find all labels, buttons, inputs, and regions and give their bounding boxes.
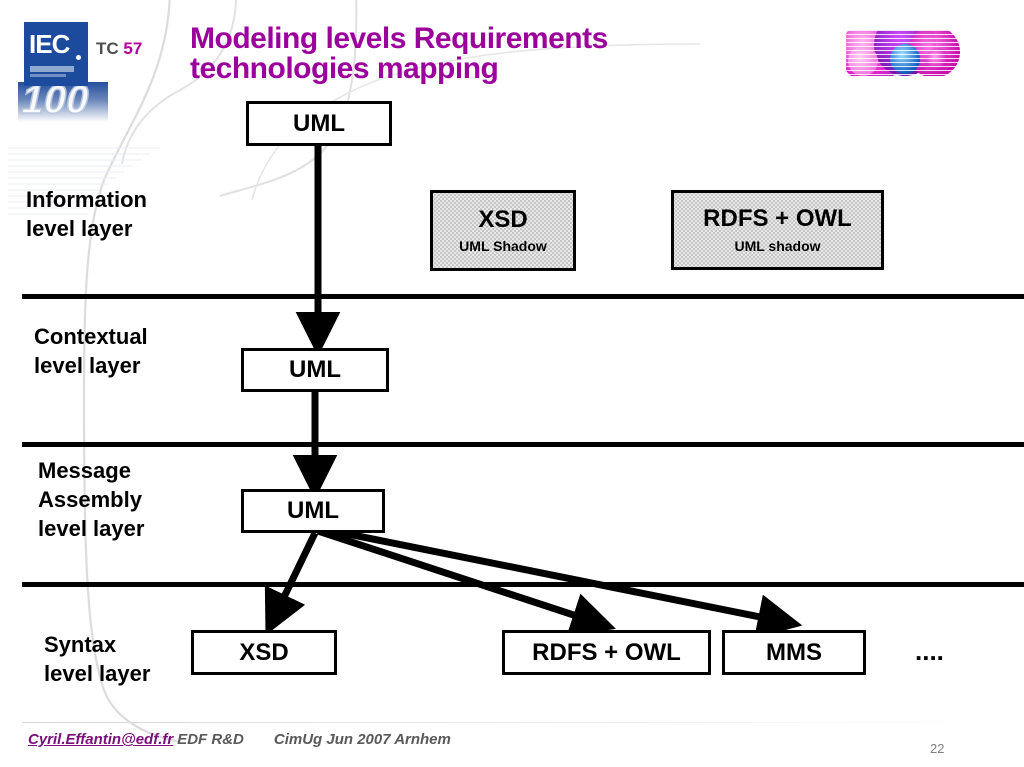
tc-label-prefix: TC xyxy=(96,39,124,58)
page-number: 22 xyxy=(930,741,945,756)
iec-logo-reflection: 100 xyxy=(18,82,108,140)
iec-logo-reflection-text: 100 xyxy=(18,82,94,123)
node-uml-message-assembly-label: UML xyxy=(287,497,339,525)
iec-logo-text: IEC xyxy=(29,29,70,59)
layer-label-syntax: Syntax level layer xyxy=(44,632,151,686)
node-uml-contextual-label: UML xyxy=(289,356,341,384)
footer-email-link[interactable]: Cyril.Effantin@edf.fr xyxy=(28,731,174,748)
divider-message-syntax xyxy=(22,582,1024,587)
layer-label-information: Information level layer xyxy=(26,187,147,241)
node-mms-syntax-label: MMS xyxy=(766,638,822,666)
footer-divider xyxy=(22,722,1008,723)
tc-label-number: 57 xyxy=(123,39,143,58)
node-uml-information-label: UML xyxy=(293,109,345,137)
divider-contextual-message xyxy=(22,442,1024,447)
layer-label-contextual: Contextual level layer xyxy=(34,324,148,378)
node-mms-syntax[interactable]: MMS xyxy=(722,630,866,675)
node-rdfs-owl-shadow-sublabel: UML shadow xyxy=(734,237,821,254)
node-uml-contextual[interactable]: UML xyxy=(241,348,389,392)
node-uml-information[interactable]: UML xyxy=(246,101,392,146)
tc-label: TC 57 xyxy=(96,39,142,59)
footer-organization: EDF R&D xyxy=(177,731,244,748)
node-xsd-shadow[interactable]: XSD UML Shadow xyxy=(430,190,576,271)
node-rdfs-owl-syntax[interactable]: RDFS + OWL xyxy=(502,630,711,675)
node-rdfs-owl-shadow[interactable]: RDFS + OWL UML shadow xyxy=(671,190,884,270)
node-uml-message-assembly[interactable]: UML xyxy=(241,489,385,533)
node-rdfs-owl-syntax-label: RDFS + OWL xyxy=(532,638,681,666)
node-xsd-syntax[interactable]: XSD xyxy=(191,630,337,675)
iec-logo-bar xyxy=(30,66,74,72)
node-xsd-shadow-label: XSD xyxy=(478,205,528,233)
iec-logo-bar-secondary xyxy=(30,74,66,77)
decorative-art-icon xyxy=(846,30,960,76)
layer-label-message-assembly: Message Assembly level layer xyxy=(38,458,145,541)
page-title: Modeling levels Requirements technologie… xyxy=(190,22,608,85)
iec-logo-box: IEC xyxy=(24,22,88,86)
node-rdfs-owl-shadow-label: RDFS + OWL xyxy=(703,205,852,233)
iec-logo-dot xyxy=(76,55,81,60)
node-xsd-shadow-sublabel: UML Shadow xyxy=(459,238,547,255)
node-ellipsis: .... xyxy=(915,636,944,666)
node-xsd-syntax-label: XSD xyxy=(239,638,289,666)
footer-conference: CimUg Jun 2007 Arnhem xyxy=(273,731,451,748)
divider-information-contextual xyxy=(22,294,1024,299)
iec-logo: 100 IEC xyxy=(18,22,108,140)
